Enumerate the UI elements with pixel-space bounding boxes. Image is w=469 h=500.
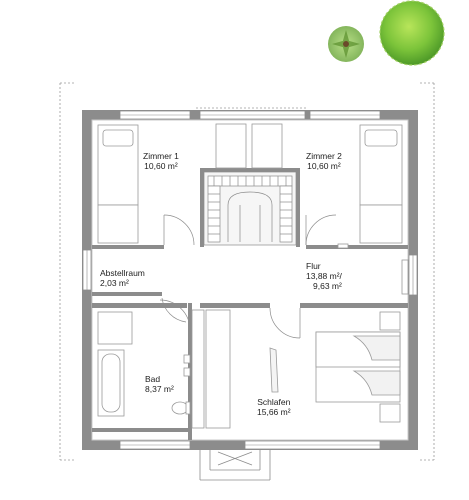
room-area: 8,37 m² bbox=[145, 384, 174, 394]
room-area-net: 9,63 m² bbox=[313, 281, 342, 291]
staircase bbox=[203, 171, 297, 246]
zimmer2-furniture bbox=[251, 123, 403, 244]
room-name: Abstellraum bbox=[100, 268, 145, 278]
room-label-flur: Flur 13,88 m²/ 9,63 m² bbox=[306, 261, 342, 291]
room-name: Zimmer 2 bbox=[306, 151, 342, 161]
property-outline bbox=[59, 82, 435, 461]
entrance-bay bbox=[199, 449, 271, 481]
room-area: 15,66 m² bbox=[257, 407, 291, 417]
window-glass-lines bbox=[86, 114, 414, 446]
room-name: Bad bbox=[145, 374, 161, 384]
room-name: Schlafen bbox=[257, 397, 291, 407]
room-label-bad: Bad 8,37 m² bbox=[145, 374, 174, 394]
room-label-schlafen: Schlafen 15,66 m² bbox=[257, 397, 291, 417]
room-label-zimmer1: Zimmer 1 10,60 m² bbox=[143, 151, 179, 171]
room-area-total: 13,88 m²/ bbox=[306, 271, 342, 281]
room-area: 10,60 m² bbox=[144, 161, 178, 171]
room-area: 10,60 m² bbox=[307, 161, 341, 171]
door-arcs bbox=[159, 214, 337, 339]
zimmer1-furniture bbox=[97, 123, 247, 244]
schlafen-furniture bbox=[191, 309, 401, 429]
room-area: 2,03 m² bbox=[100, 278, 129, 288]
bad-fixtures bbox=[97, 311, 191, 417]
room-label-abstellraum: Abstellraum 2,03 m² bbox=[100, 268, 145, 288]
tree-small-icon bbox=[328, 26, 364, 62]
tree-large-icon bbox=[379, 0, 445, 66]
flur-details bbox=[337, 243, 409, 295]
room-name: Flur bbox=[306, 261, 321, 271]
room-label-zimmer2: Zimmer 2 10,60 m² bbox=[306, 151, 342, 171]
interior-walls bbox=[92, 168, 408, 440]
room-name: Zimmer 1 bbox=[143, 151, 179, 161]
